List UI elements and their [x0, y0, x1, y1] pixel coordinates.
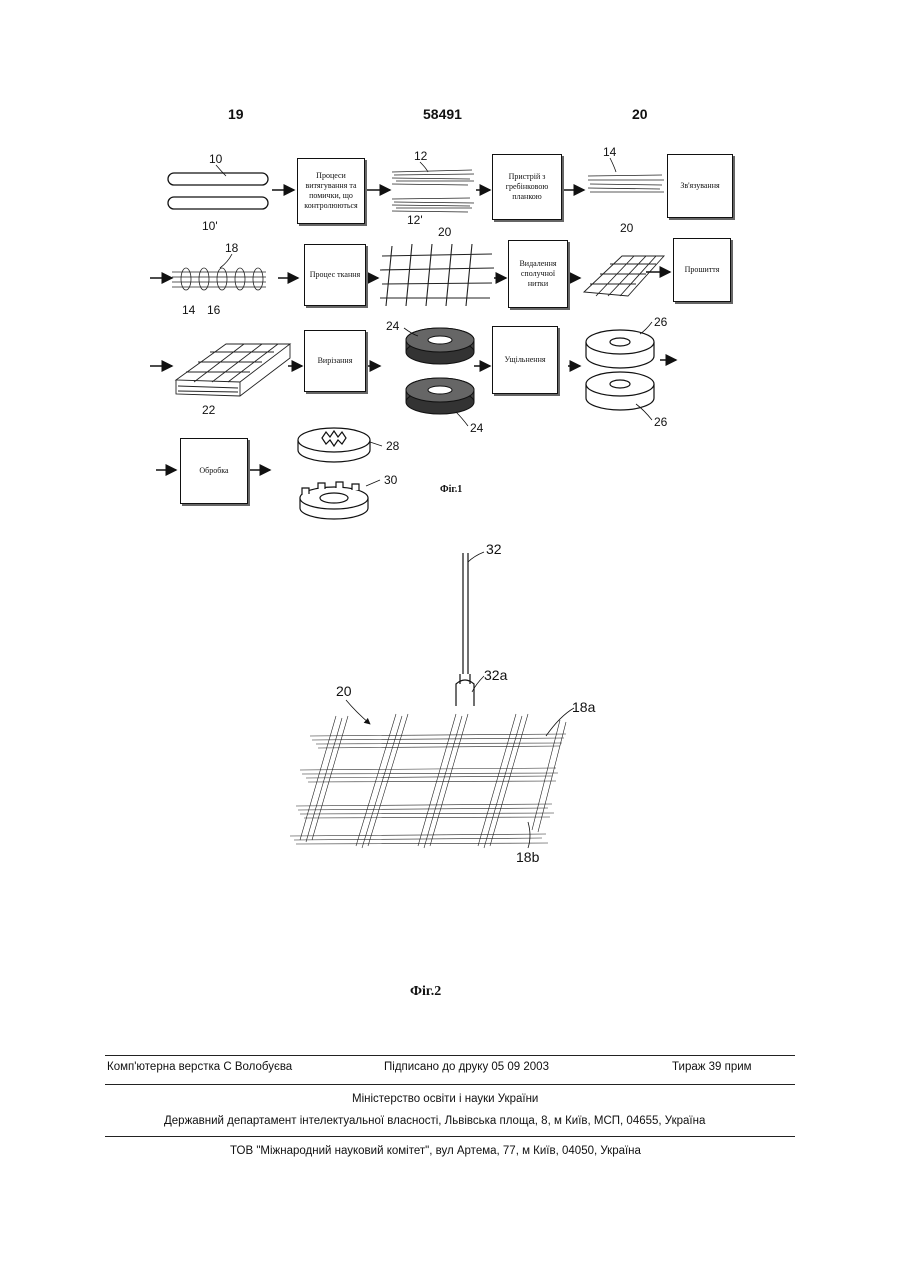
wrapped-yarn [172, 268, 266, 290]
process-box-machining: Обробка [180, 438, 248, 504]
ref-numeral: 28 [386, 439, 400, 453]
process-box-cutting: Вирізання [304, 330, 366, 392]
footer-rule [105, 1136, 795, 1137]
ref-top-layer: 18а [572, 699, 596, 715]
ref-numeral: 18 [225, 241, 239, 255]
ref-needle-fork: 32а [484, 667, 508, 683]
patent-drawings: 10 10' 12 12' 14 20 20 18 14 16 24 24 26… [0, 0, 900, 1040]
ref-numeral: 10 [209, 152, 223, 166]
ref-numeral: 22 [202, 403, 216, 417]
splined-disc [298, 428, 370, 462]
fig1-caption: Фіг.1 [440, 484, 462, 495]
preform-discs [406, 328, 474, 414]
ref-numeral: 12 [414, 149, 428, 163]
process-box-drawing: Процеси витягування та помички, що контр… [297, 158, 365, 224]
woven-fabric [380, 244, 494, 306]
footer-rule [105, 1084, 795, 1085]
ref-numeral: 10' [202, 219, 218, 233]
fig2-caption: Фіг.2 [410, 984, 441, 1000]
process-box-weaving: Процес ткання [304, 244, 366, 306]
ref-numeral: 14 [603, 145, 617, 159]
leader-lines [216, 158, 652, 486]
fabric-stack [176, 344, 290, 396]
ref-numeral: 26 [654, 315, 668, 329]
ref-needle: 32 [486, 541, 502, 557]
ref-numeral: 12' [407, 213, 423, 227]
footer-rule [105, 1055, 795, 1056]
fig2-leader-lines [346, 552, 574, 848]
fiber-rods [168, 173, 268, 209]
footer-layout-credit: Комп'ютерна верстка С Волобуєва [107, 1061, 292, 1073]
ref-bottom-layer: 18b [516, 849, 540, 865]
footer-print-run: Тираж 39 прим [672, 1061, 752, 1073]
process-box-needling: Прошиття [673, 238, 731, 302]
footer-ministry: Міністерство освіти і науки України [352, 1093, 538, 1105]
process-box-remove-binder: Видалення сполучної нитки [508, 240, 568, 308]
process-box-densify: Ущільнення [492, 326, 558, 394]
ref-numeral: 20 [620, 221, 634, 235]
process-box-comb: Пристрій з гребінковою планкою [492, 154, 562, 220]
ref-numeral: 30 [384, 473, 398, 487]
ref-numeral: 26 [654, 415, 668, 429]
ref-numeral: 14 [182, 303, 196, 317]
yarn-bundles [392, 170, 474, 212]
process-box-bundling: Зв'язування [667, 154, 733, 218]
ref-fabric: 20 [336, 683, 352, 699]
fig2-reference-numerals: 32 32а 20 18а 18b [336, 541, 596, 865]
footer-department: Державний департамент інтелектуальної вл… [164, 1115, 705, 1127]
fabric-layers [290, 714, 566, 848]
ref-numeral: 24 [386, 319, 400, 333]
gear-part [300, 482, 368, 519]
fabric-sheet [584, 256, 664, 296]
needle [456, 553, 474, 706]
ref-numeral: 16 [207, 303, 221, 317]
ref-numeral: 20 [438, 225, 452, 239]
fig1-reference-numerals: 10 10' 12 12' 14 20 20 18 14 16 24 24 26… [182, 145, 668, 487]
densified-discs [586, 330, 654, 410]
ref-numeral: 24 [470, 421, 484, 435]
footer-signed-date: Підписано до друку 05 09 2003 [384, 1061, 549, 1073]
footer-committee: ТОВ "Міжнародний науковий комітет", вул … [230, 1145, 641, 1157]
sliver-bundle [588, 175, 664, 192]
